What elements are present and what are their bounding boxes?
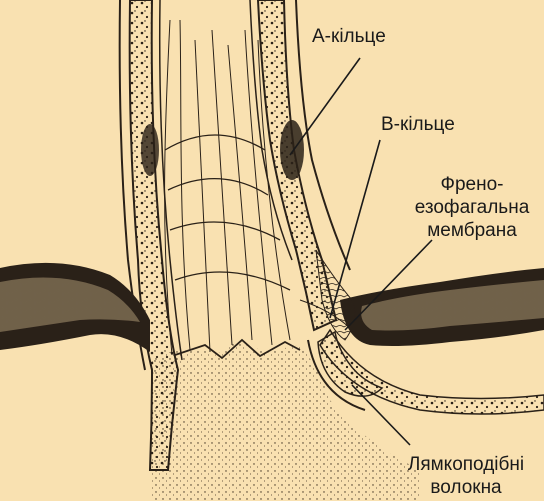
- membrane-label-line2: езофагальна: [415, 197, 530, 218]
- b-ring-leader: [330, 140, 380, 318]
- left-diaphragm-crus: [0, 263, 150, 352]
- a-ring-label: А-кільце: [312, 26, 386, 47]
- b-ring-label: В-кільце: [381, 114, 455, 135]
- membrane-label-line3: мембрана: [427, 220, 517, 241]
- stomach-tissue: [150, 340, 420, 501]
- membrane-label-line1: Френо-: [441, 174, 504, 195]
- fibers-label-line2: волокна: [430, 477, 502, 498]
- fibers-label-line1: Лямкоподібні: [408, 454, 524, 475]
- a-ring-thickening: [280, 120, 304, 180]
- left-esophageal-wall: [130, 0, 178, 470]
